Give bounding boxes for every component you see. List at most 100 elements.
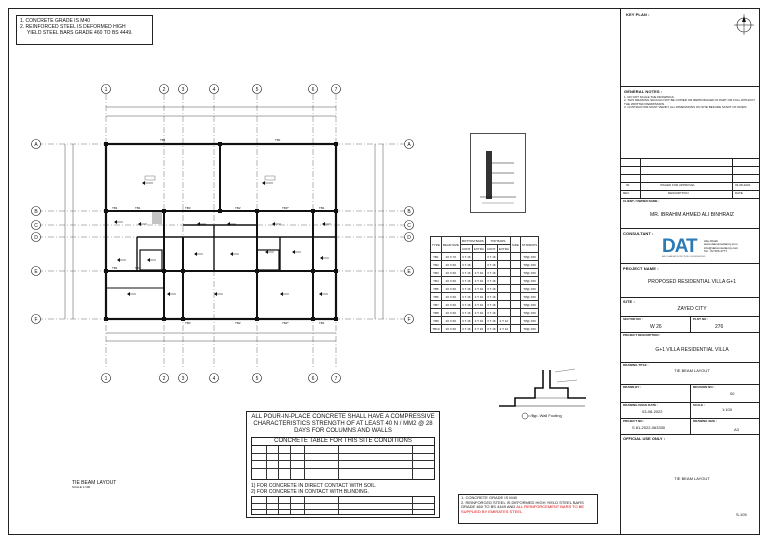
table-cell — [509, 284, 521, 293]
table-cell: TB2 — [430, 260, 442, 269]
sub-header: EXTRA — [496, 244, 511, 253]
table-cell: 20 X 60 — [440, 284, 461, 293]
table-cell: 3 T 16 — [459, 300, 473, 309]
grid-bubble-top: 4 — [209, 84, 219, 94]
date-label: DRAWING ISSUE DATE : — [623, 403, 658, 407]
sheet-number: S-105 — [736, 512, 747, 517]
table-cell — [496, 252, 511, 261]
table-cell: TB9 — [430, 316, 442, 325]
table-cell: TB1 — [430, 252, 442, 261]
drawing-caption-scale: SCALE 1:100 — [72, 485, 91, 489]
official-label: OFFICIAL USE ONLY : — [623, 436, 665, 441]
concrete-note-blinding: 2) FOR CONCRETE IN CONTACT WITH BLINDING… — [251, 489, 369, 495]
table-cell: 3 T 16 — [484, 292, 498, 301]
svg-text:3: 3 — [182, 87, 185, 93]
table-cell: 20 X 60 — [440, 316, 461, 325]
svg-text:2: 2 — [163, 87, 166, 93]
table-cell: TB7 — [430, 300, 442, 309]
table-cell: 3 T 16 — [459, 284, 473, 293]
beam-label: TB1 — [112, 266, 118, 270]
grid-bubble-bottom: 1 — [101, 373, 111, 383]
table-cell: 20 X 60 — [440, 292, 461, 301]
table-cell — [509, 268, 521, 277]
concrete-note-soil: 1) FOR CONCRETE IN DIRECT CONTACT WITH S… — [251, 483, 377, 489]
general-notes-list: 1. DO NOT SCALE THE DRAWINGS. 2. THIS DR… — [624, 95, 756, 109]
grid-bubble-left: A — [31, 139, 41, 149]
plot-label: PLOT NO : — [693, 317, 709, 321]
sector-value: W 26 — [650, 324, 662, 330]
table-cell: 3 T 16 — [459, 308, 473, 317]
company-logo-text: DAT — [662, 236, 698, 257]
col-header: TOP BARS — [484, 236, 511, 245]
grid-bubble-bottom: 2 — [159, 373, 169, 383]
table-cell: 3 T 16 — [459, 260, 473, 269]
table-cell: 3 T 16 — [484, 276, 498, 285]
size-value: A3 — [734, 427, 739, 432]
table-cell: T8@ 150 — [519, 284, 540, 293]
grid-bubble-right: D — [404, 232, 414, 242]
grid-bubble-bottom: 6 — [308, 373, 318, 383]
general-note: 3. CONTRACTOR MUST VERIFY ALL DIMENSIONS… — [624, 104, 748, 109]
table-cell: 3 T 16 — [459, 316, 473, 325]
beam-label: TB3* — [282, 206, 290, 210]
table-cell — [496, 260, 511, 269]
table-cell: 3 T 16 — [484, 324, 498, 333]
svg-text:5: 5 — [256, 87, 259, 93]
table-cell: T8@ 150 — [519, 260, 540, 269]
grid-bubble-bottom: 3 — [178, 373, 188, 383]
svg-text:F: F — [34, 317, 37, 323]
drawing-caption-title: TIE BEAM LAYOUT — [72, 480, 117, 486]
svg-text:2: 2 — [163, 376, 166, 382]
table-cell — [509, 292, 521, 301]
top-note-2: 2. REINFORCED STEEL IS DEFORMED HIGH — [20, 24, 126, 30]
svg-text:F: F — [407, 317, 410, 323]
drawn-label: DRAWN BY : — [623, 385, 642, 389]
col-header: SIDE — [509, 236, 521, 253]
general-note: 2. THIS DRAWING SHOULD NOT BE COPIED OR … — [624, 98, 755, 106]
svg-text:B: B — [407, 209, 411, 215]
revision-label: REVISION NO : — [693, 385, 715, 389]
table-cell: 3 T 16 — [471, 324, 486, 333]
table-cell — [471, 252, 486, 261]
bottom-note-2: 2. REINFORCED STEEL IS DEFORMED HIGH YIE… — [461, 499, 584, 505]
top-notes-box: 1. CONCRETE GRADE IS M40 2. REINFORCED S… — [16, 15, 153, 45]
company-logo-sub: ABU DHABI ARCHITECTURE & ENGINEERING — [662, 256, 706, 258]
grid-bubble-top: 6 — [308, 84, 318, 94]
rev-header: DESCRIPTION — [668, 191, 689, 195]
table-cell: 20 X 60 — [440, 260, 461, 269]
table-cell: T8@ 150 — [519, 276, 540, 285]
table-cell: 2 T 12 — [496, 324, 511, 333]
rev-header: DATE — [735, 191, 743, 195]
bottom-notes-box: 1. CONCRETE GRADE IS M40 2. REINFORCED S… — [458, 494, 598, 524]
grid-bubble-left: E — [31, 266, 41, 276]
sheet-border — [8, 8, 760, 535]
bottom-note-1: 1. CONCRETE GRADE IS M40 — [461, 495, 518, 500]
svg-text:4: 4 — [213, 376, 216, 382]
key-plan-label: KEY PLAN : — [626, 12, 650, 17]
contact-line: info@datconsultancy.com — [704, 245, 739, 250]
grid-bubble-right: F — [404, 314, 414, 324]
dwg-title-label: DRAWING TITLE : — [623, 363, 649, 367]
revision-value: 00 — [730, 391, 735, 396]
scale-label: SCALE : — [693, 403, 705, 407]
table-cell: TB5 — [430, 284, 442, 293]
wall-footing-detail — [499, 368, 586, 420]
table-cell — [509, 252, 521, 261]
table-cell: 2 T 12 — [496, 316, 511, 325]
grid-bubble-top: 1 — [101, 84, 111, 94]
svg-text:6: 6 — [312, 87, 315, 93]
beam-label: TB2 — [235, 321, 241, 325]
table-cell — [496, 308, 511, 317]
table-cell: 3 T 16 — [471, 284, 486, 293]
table-cell: 3 T 16 — [484, 300, 498, 309]
table-cell: 3 T 16 — [471, 268, 486, 277]
table-cell — [509, 324, 521, 333]
svg-text:4: 4 — [213, 87, 216, 93]
general-notes-label: GENERAL NOTES : — [624, 89, 663, 94]
table-cell: TB4 — [430, 276, 442, 285]
beam-label: TB3 — [185, 321, 191, 325]
sector-label: SECTOR NO : — [623, 317, 643, 321]
official-title: TIE BEAM LAYOUT — [674, 476, 710, 481]
